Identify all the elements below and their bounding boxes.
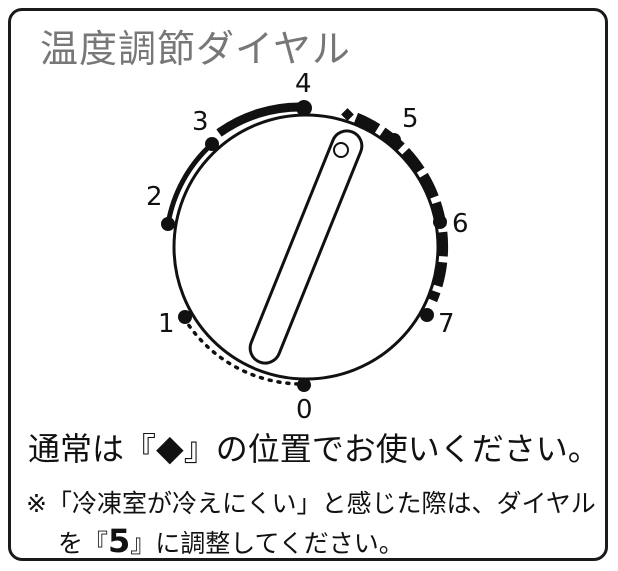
note-line-2-prefix: を『: [58, 529, 109, 558]
dial-dot-7: [420, 308, 434, 322]
dial-dot-0: [297, 378, 311, 392]
dial-scale-arc-left: [165, 142, 214, 225]
dial-recommended-diamond: [341, 108, 354, 121]
dial-label-1: 1: [158, 309, 175, 339]
note-line-2: を『5』に調整してください。: [58, 522, 404, 560]
note-recommended-setting: 5: [108, 522, 131, 560]
note-line-2-suffix: 』に調整してください。: [130, 529, 404, 558]
usage-instruction: 通常は『◆』の位置でお使いください。: [28, 424, 600, 470]
panel-title: 温度調節ダイヤル: [40, 27, 351, 71]
instruction-suffix: 』の位置でお使いください。: [183, 430, 600, 468]
dial-dot-5: [387, 133, 401, 147]
dial-label-5: 5: [402, 104, 419, 134]
note-line-1: ※「冷凍室が冷えにくい」と感じた際は、ダイヤル: [26, 489, 596, 518]
dial-dot-3: [205, 137, 219, 151]
dial-dot-1: [178, 310, 192, 324]
dial-scale-arc-dotted: [182, 316, 302, 386]
dial-label-6: 6: [452, 209, 469, 239]
dial-scale-arc-upper: [216, 102, 303, 137]
dial-label-3: 3: [192, 107, 209, 137]
dial-label-2: 2: [146, 182, 163, 212]
dial-grip[interactable]: [246, 126, 367, 367]
info-panel: [8, 8, 608, 561]
dial-dot-4: [296, 100, 312, 116]
dial-label-7: 7: [438, 309, 455, 339]
dial-label-0: 0: [296, 395, 313, 425]
instruction-prefix: 通常は『: [28, 430, 157, 468]
diamond-icon: ◆: [156, 428, 184, 469]
dial-label-4: 4: [295, 69, 312, 99]
dial-dot-2: [161, 217, 175, 231]
dial-scale-arc-right: [353, 112, 449, 303]
dial-dot-6: [433, 215, 447, 229]
dial-indicator-mark: [333, 142, 349, 158]
